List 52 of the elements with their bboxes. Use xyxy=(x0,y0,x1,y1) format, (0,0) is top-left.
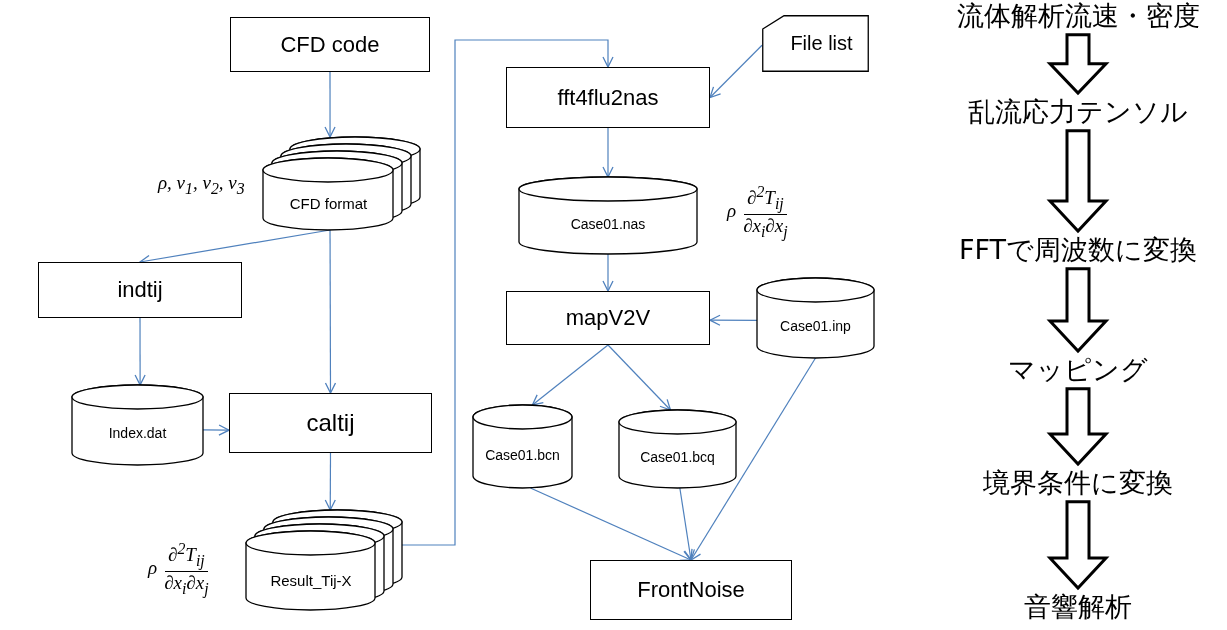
step-label: 流体解析流速・密度 xyxy=(956,1,1200,31)
arrow xyxy=(607,344,672,411)
arrow xyxy=(324,452,336,511)
formula-numerator: ∂$^{2}$T$_{ij}$ xyxy=(744,183,787,215)
node-label: mapV2V xyxy=(565,305,651,331)
block-arrow xyxy=(1046,129,1110,234)
arrow xyxy=(679,487,696,561)
node-label: File list xyxy=(790,32,853,55)
step-label: 乱流応力テンソル xyxy=(968,97,1188,127)
process-box xyxy=(38,262,242,318)
formula-denominator: ∂x$_{i}$∂x$_{j}$ xyxy=(742,214,789,240)
arrow xyxy=(531,344,609,406)
node-label: Case01.bcn xyxy=(485,446,560,463)
step-label: FFTで周波数に変換 xyxy=(958,235,1198,265)
node-label: Case01.inp xyxy=(780,318,851,334)
node-label: CFD code xyxy=(280,31,380,58)
block-arrow xyxy=(1046,33,1110,96)
arrow xyxy=(134,317,146,386)
block-arrow xyxy=(1046,267,1110,354)
process-box xyxy=(230,17,430,72)
step-label: 境界条件に変換 xyxy=(983,468,1173,498)
node-label: Index.dat xyxy=(108,425,167,441)
arrow xyxy=(324,229,337,394)
arrow xyxy=(602,127,614,178)
arrow xyxy=(709,44,763,99)
formula-label: ρ, v$_{1}$, v$_{2}$, v$_{3}$ xyxy=(158,172,245,198)
node-label: Case01.nas xyxy=(570,215,646,232)
node-label: fft4flu2nas xyxy=(557,84,659,111)
arrow xyxy=(202,424,230,436)
formula-symbol: ρ xyxy=(148,557,158,580)
formula-denominator: ∂x$_{i}$∂x$_{j}$ xyxy=(163,571,210,597)
node-label: indtij xyxy=(117,277,163,303)
block-arrow xyxy=(1046,500,1110,591)
arrow xyxy=(401,39,614,546)
node-label: Case01.bcq xyxy=(640,449,715,465)
block-arrow xyxy=(1046,387,1110,467)
process-box xyxy=(506,67,710,128)
arrow xyxy=(324,71,336,138)
process-box xyxy=(229,393,432,453)
arrow xyxy=(602,253,614,292)
arrow xyxy=(709,314,758,326)
node-label: Result_Tij-X xyxy=(270,571,352,589)
process-box xyxy=(590,560,792,620)
formula-symbol: ρ xyxy=(727,200,737,223)
node-label: CFD format xyxy=(289,195,368,212)
arrow xyxy=(690,357,817,561)
step-label: マッピング xyxy=(1008,355,1148,385)
node-label: FrontNoise xyxy=(637,577,745,603)
step-label: 音響解析 xyxy=(1024,592,1132,622)
formula-numerator: ∂$^{2}$T$_{ij}$ xyxy=(165,540,208,572)
process-box xyxy=(506,291,710,345)
node-label: caltij xyxy=(306,409,355,437)
